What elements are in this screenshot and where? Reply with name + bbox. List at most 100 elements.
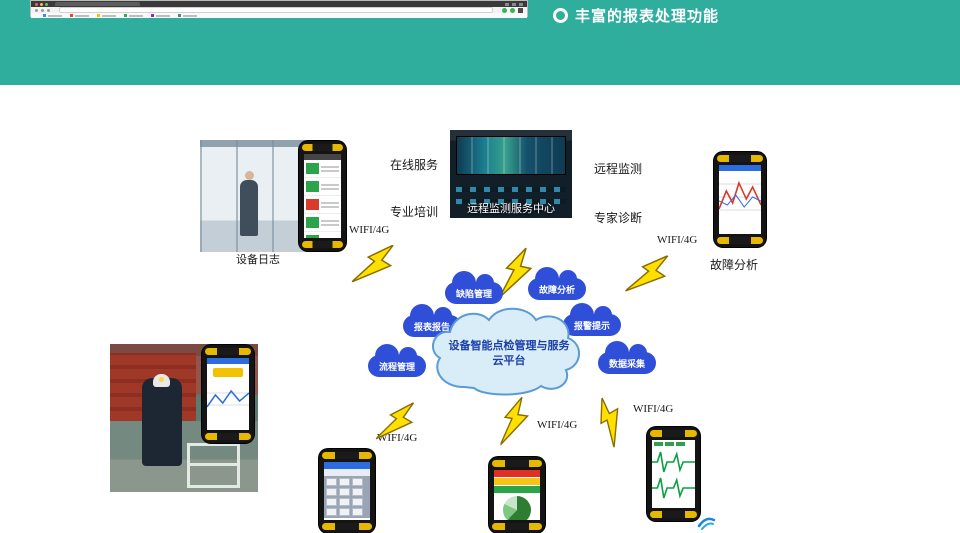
cloud-defect-management: 缺陷管理 (445, 271, 503, 304)
status-alarm-chip (306, 199, 319, 210)
label-expert-diagnosis: 专家诊断 (594, 211, 643, 225)
trend-chart (719, 180, 761, 211)
worker-inspection-photo (110, 344, 258, 492)
equipment-rack (186, 443, 241, 488)
status-ok-chip (306, 181, 319, 192)
lightning-bolt-icon (500, 393, 532, 450)
lightning-bolt-icon (625, 246, 677, 306)
key (351, 498, 363, 506)
status-row (304, 232, 341, 238)
key (326, 478, 337, 486)
cloud-data-acquisition: 数据采集 (598, 341, 656, 374)
app-header (304, 154, 341, 160)
phone-screen (304, 154, 341, 238)
browser-titlebar (31, 1, 527, 7)
key (326, 508, 337, 516)
status-ok-chip (306, 235, 319, 238)
cloud-alarm-prompt: 报警提示 (563, 303, 621, 336)
mini-browser-screenshot (30, 0, 528, 18)
glass-wall (200, 140, 318, 252)
phone-pie-chart-app (489, 457, 545, 533)
key (338, 498, 350, 506)
address-bar (59, 7, 493, 13)
status-row (304, 196, 341, 214)
window-control-icon (505, 2, 509, 6)
favicon-icon (70, 14, 73, 17)
monitoring-center-caption: 远程监测服务中心 (467, 203, 555, 215)
worker-silhouette (142, 374, 182, 466)
video-wall (457, 137, 566, 174)
cloud-fault-analysis: 故障分析 (528, 267, 586, 300)
phone-screen (494, 470, 540, 520)
label-wifi-top-right: WIFI/4G (657, 234, 698, 246)
desk-row (456, 199, 566, 204)
banner: 丰富的报表处理功能 (0, 0, 960, 85)
key (351, 508, 363, 516)
favicon-icon (43, 14, 46, 17)
button-chip (665, 442, 674, 446)
window-control-icon (512, 2, 516, 6)
window-maximize-icon (45, 2, 48, 6)
label-remote-monitoring: 远程监测 (594, 162, 643, 176)
lightning-bolt-icon (587, 392, 637, 447)
label-wifi-bottom-middle: WIFI/4G (537, 419, 578, 431)
center-platform-cloud: 设备智能点检管理与服务 云平台 (424, 303, 594, 398)
office-inspection-photo (200, 140, 318, 252)
key (351, 488, 363, 496)
phone-worker-app (202, 345, 254, 443)
key (326, 488, 337, 496)
key (351, 478, 363, 486)
toolbar-buttons (652, 440, 695, 448)
favicon-icon (124, 14, 127, 17)
cloud-shape (431, 307, 580, 396)
phone-screen (207, 358, 249, 430)
banner-title: 丰富的报表处理功能 (575, 8, 720, 25)
status-bar-green (494, 486, 540, 493)
mini-chart (207, 389, 249, 408)
label-fault-analysis: 故障分析 (710, 258, 759, 272)
status-bar-red (494, 470, 540, 477)
key (338, 488, 350, 496)
action-button (213, 368, 243, 377)
phone-screen (719, 165, 761, 234)
label-wifi-top-left: WIFI/4G (349, 224, 390, 236)
person-silhouette (240, 171, 258, 236)
phone-keypad-app (319, 449, 375, 533)
status-row (304, 160, 341, 178)
cloud-process-management: 流程管理 (368, 344, 426, 377)
back-icon (35, 8, 38, 12)
phone-inspection-app (299, 141, 346, 251)
status-row (304, 178, 341, 196)
status-ok-chip (306, 163, 319, 174)
key (338, 508, 350, 516)
favicon-icon (178, 14, 181, 17)
extension-badge-icon (510, 7, 515, 13)
label-online-service: 在线服务 (390, 158, 439, 172)
favicon-icon (97, 14, 100, 17)
pie-chart (503, 496, 531, 520)
signature-swoosh-icon (697, 517, 716, 530)
bullet-ring-icon (553, 8, 568, 23)
device-photo-caption: 设备日志 (236, 254, 280, 266)
phone-fault-analysis (714, 152, 766, 247)
phone-screen (324, 462, 370, 520)
browser-tab (55, 2, 140, 6)
browser-toolbar (31, 7, 527, 13)
forward-icon (41, 8, 44, 12)
key (338, 478, 350, 486)
status-bar-yellow (494, 478, 540, 485)
refresh-icon (47, 8, 50, 12)
window-minimize-icon (40, 2, 43, 6)
app-header (324, 462, 370, 469)
banner-title-group: 丰富的报表处理功能 (553, 5, 719, 26)
label-wifi-bottom-right: WIFI/4G (633, 403, 674, 415)
phone-waveform-app (647, 427, 700, 521)
label-training: 专业培训 (390, 205, 439, 219)
waveform-chart (652, 451, 695, 499)
status-row (304, 214, 341, 232)
button-chip (654, 442, 663, 446)
numeric-keypad (324, 476, 370, 518)
center-cloud-label: 设备智能点检管理与服务 云平台 (448, 340, 570, 367)
safety-badge-icon (502, 7, 507, 13)
